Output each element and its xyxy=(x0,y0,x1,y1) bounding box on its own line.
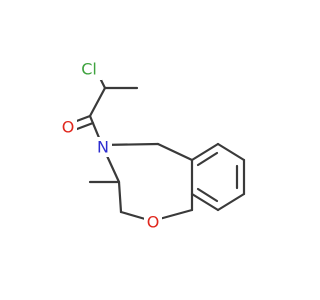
bond-chc-carbonyl xyxy=(88,86,107,118)
molecule-structure: Cl O N O xyxy=(59,58,246,232)
bond-c5-c6 xyxy=(216,142,246,162)
carbonyl-oxygen-label: O xyxy=(62,118,75,137)
chlorine-atom-label: Cl xyxy=(81,60,97,79)
bond-aromatic-inner-1 xyxy=(196,151,219,167)
atom-labels: Cl O N O xyxy=(59,58,162,232)
bond-c3-c2 xyxy=(117,180,123,214)
bonds xyxy=(72,68,246,223)
bond-ch2-c4a xyxy=(156,142,194,162)
bond-aromatic-inner-3 xyxy=(196,187,219,203)
bond-c7-c8 xyxy=(216,192,246,212)
ring-oxygen-label: O xyxy=(147,213,160,232)
bond-carbonyl-o-2 xyxy=(75,121,95,131)
ring-nitrogen-label: N xyxy=(97,138,109,157)
bond-c8-c9a xyxy=(190,192,220,212)
bond-c4a-c5 xyxy=(190,142,220,162)
